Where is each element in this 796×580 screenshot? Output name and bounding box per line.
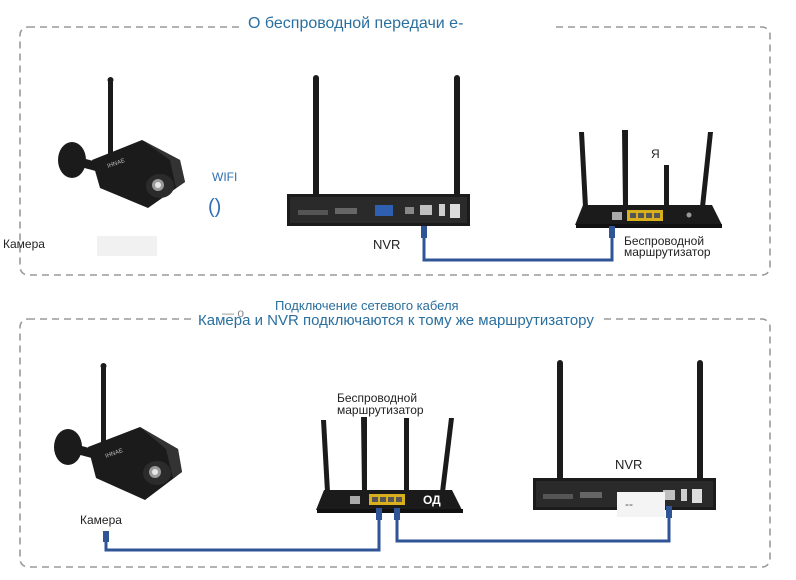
bullet-camera-icon: IHNAE [54, 363, 182, 500]
nvr-label-box [365, 233, 410, 255]
bottom-camera-label-box [73, 509, 135, 531]
wifi-label: WIFI [212, 170, 238, 184]
top-camera-label: Камера [3, 237, 45, 251]
blank-label-box [97, 236, 157, 256]
wireless-router-icon [316, 416, 463, 513]
top-title-box [240, 11, 553, 38]
subtitle-box [266, 296, 466, 314]
top-router-label: Беспроводной маршрутизатор [624, 234, 711, 259]
bottom-camera-label: Камера [80, 513, 122, 527]
wireless-router-icon [575, 130, 722, 228]
top-router-label-line1: Беспроводной [624, 234, 705, 248]
router-label-box [620, 234, 726, 262]
top-network-cable [421, 226, 615, 262]
wifi-symbol-box [203, 193, 258, 223]
bottom-nvr-label: NVR [615, 457, 643, 472]
dash-marker: — о [222, 306, 245, 320]
router-top-label-box [645, 143, 673, 165]
bottom-subtitle: Подключение сетевого кабеля [275, 298, 459, 313]
bottom-router-label-line1: Беспроводной [337, 391, 418, 405]
top-router-mark: Я [651, 147, 660, 161]
bottom-title: Камера и NVR подключаются к тому же марш… [198, 312, 594, 329]
nvr-recorder-icon [287, 75, 470, 226]
bottom-router-label: Беспроводной маршрутизатор [337, 392, 424, 416]
top-nvr-label: NVR [373, 237, 401, 252]
svg-text:IHNAE: IHNAE [105, 448, 124, 460]
bullet-camera-icon: IHNAE [58, 77, 185, 208]
top-title: О беспроводной передачи е- [248, 15, 464, 32]
bottom-nvr-label-box [609, 453, 653, 475]
bottom-nvr-dash-box [617, 492, 665, 517]
top-router-label-line2: маршрутизатор [624, 245, 711, 259]
bottom-router-label-line2: маршрутизатор [337, 403, 424, 417]
nvr-recorder-icon [533, 360, 716, 510]
wifi-icon: () [208, 196, 222, 218]
bottom-network-cables [103, 506, 672, 552]
bottom-nvr-dash: -- [625, 497, 633, 511]
svg-text:IHNAE: IHNAE [107, 158, 126, 170]
bottom-router-side-label: ОД [423, 493, 441, 507]
wifi-label-box [205, 164, 253, 188]
bottom-router-label-box [333, 389, 428, 417]
